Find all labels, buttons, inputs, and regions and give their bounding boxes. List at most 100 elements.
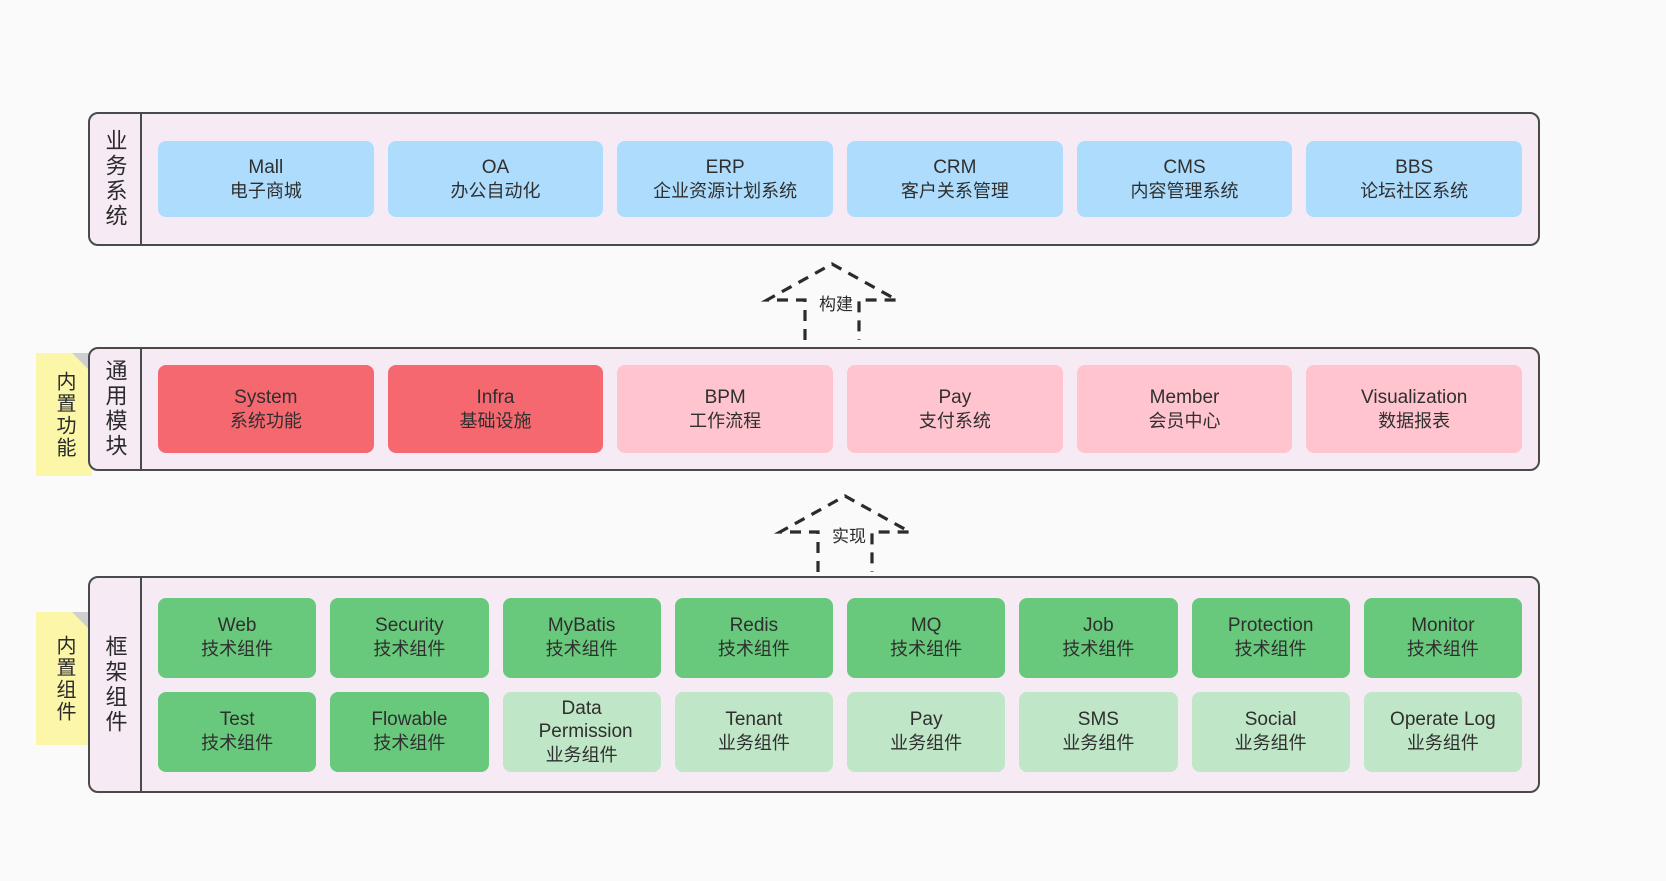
card-title: SMS bbox=[1077, 709, 1119, 731]
card-title: Member bbox=[1149, 386, 1220, 408]
card-subtitle: 技术组件 bbox=[717, 639, 790, 660]
card-subtitle: 内容管理系统 bbox=[1130, 180, 1239, 201]
card-social[interactable]: Social 业务组件 bbox=[1191, 691, 1350, 772]
card-title: Redis bbox=[729, 615, 779, 637]
card-title: Test bbox=[219, 709, 255, 731]
card-subtitle: 工作流程 bbox=[689, 410, 762, 431]
card-subtitle: 电子商城 bbox=[229, 180, 302, 201]
card-subtitle: 技术组件 bbox=[1406, 639, 1479, 660]
card-subtitle: 业务组件 bbox=[1234, 733, 1307, 754]
card-test[interactable]: Test 技术组件 bbox=[158, 691, 317, 772]
card-title: Pay bbox=[938, 386, 972, 408]
card-web[interactable]: Web 技术组件 bbox=[158, 597, 317, 678]
card-crm[interactable]: CRM 客户关系管理 bbox=[847, 141, 1063, 217]
card-subtitle: 技术组件 bbox=[201, 733, 274, 754]
card-title: Flowable bbox=[371, 709, 448, 731]
card-title: OA bbox=[481, 156, 510, 178]
card-infra[interactable]: Infra 基础设施 bbox=[387, 365, 604, 453]
card-mybatis[interactable]: MyBatis 技术组件 bbox=[502, 597, 661, 678]
layer-body-business-systems: Mall 电子商城 OA 办公自动化 ERP 企业资源计划系统 CRM 客户关系… bbox=[142, 114, 1538, 244]
layer-common-modules: 通用模块 System 系统功能 Infra 基础设施 BPM 工作流程 Pay bbox=[88, 347, 1540, 471]
card-row: Web 技术组件 Security 技术组件 MyBatis 技术组件 Redi… bbox=[158, 597, 1522, 678]
card-subtitle: 数据报表 bbox=[1378, 410, 1451, 431]
card-subtitle: 技术组件 bbox=[1234, 639, 1307, 660]
card-subtitle: 系统功能 bbox=[229, 410, 302, 431]
card-row: System 系统功能 Infra 基础设施 BPM 工作流程 Pay 支付系统… bbox=[158, 365, 1523, 453]
card-pay-module[interactable]: Pay 支付系统 bbox=[847, 365, 1063, 453]
card-bbs[interactable]: BBS 论坛社区系统 bbox=[1306, 141, 1523, 217]
card-title: Pay bbox=[909, 709, 943, 731]
card-title: Operate Log bbox=[1390, 709, 1496, 731]
note-fold-corner bbox=[72, 353, 92, 373]
card-title: BBS bbox=[1395, 156, 1434, 178]
card-subtitle: 企业资源计划系统 bbox=[653, 180, 798, 201]
card-title: Social bbox=[1244, 709, 1297, 731]
card-title: Data Permission bbox=[538, 697, 633, 743]
card-operate-log[interactable]: Operate Log 业务组件 bbox=[1363, 691, 1522, 772]
layer-business-systems: 业务系统 Mall 电子商城 OA 办公自动化 ERP 企业资源计划系统 CRM bbox=[88, 112, 1540, 246]
card-subtitle: 业务组件 bbox=[1062, 733, 1135, 754]
card-protection[interactable]: Protection 技术组件 bbox=[1191, 597, 1350, 678]
card-title: Monitor bbox=[1411, 615, 1475, 637]
card-title: BPM bbox=[704, 386, 746, 408]
note-text: 内置组件 bbox=[53, 634, 75, 723]
card-mq[interactable]: MQ 技术组件 bbox=[847, 597, 1006, 678]
card-subtitle: 技术组件 bbox=[201, 639, 274, 660]
card-subtitle: 论坛社区系统 bbox=[1360, 180, 1469, 201]
card-security[interactable]: Security 技术组件 bbox=[330, 597, 489, 678]
card-oa[interactable]: OA 办公自动化 bbox=[387, 141, 604, 217]
card-subtitle: 业务组件 bbox=[717, 733, 790, 754]
card-tenant[interactable]: Tenant 业务组件 bbox=[674, 691, 833, 772]
card-subtitle: 基础设施 bbox=[459, 410, 532, 431]
sticky-note-builtin-features: 内置功能 bbox=[36, 353, 92, 476]
layer-body-common-modules: System 系统功能 Infra 基础设施 BPM 工作流程 Pay 支付系统… bbox=[142, 349, 1538, 469]
card-title: Web bbox=[217, 615, 257, 637]
connector-implement-label: 实现 bbox=[832, 527, 866, 546]
card-cms[interactable]: CMS 内容管理系统 bbox=[1076, 141, 1293, 217]
layer-body-framework-components: Web 技术组件 Security 技术组件 MyBatis 技术组件 Redi… bbox=[142, 578, 1538, 791]
card-title: Protection bbox=[1227, 615, 1314, 637]
card-title: Tenant bbox=[725, 709, 783, 731]
card-title: Mall bbox=[248, 156, 284, 178]
card-title: Job bbox=[1083, 615, 1114, 637]
note-fold-corner bbox=[72, 612, 92, 632]
sticky-note-builtin-components: 内置组件 bbox=[36, 612, 92, 745]
card-bpm[interactable]: BPM 工作流程 bbox=[617, 365, 834, 453]
card-monitor[interactable]: Monitor 技术组件 bbox=[1363, 597, 1522, 678]
card-row: Mall 电子商城 OA 办公自动化 ERP 企业资源计划系统 CRM 客户关系… bbox=[158, 141, 1523, 217]
card-subtitle: 技术组件 bbox=[373, 639, 446, 660]
card-erp[interactable]: ERP 企业资源计划系统 bbox=[617, 141, 834, 217]
card-title: MQ bbox=[910, 615, 942, 637]
card-subtitle: 技术组件 bbox=[373, 733, 446, 754]
card-subtitle: 业务组件 bbox=[890, 733, 963, 754]
card-visualization[interactable]: Visualization 数据报表 bbox=[1306, 365, 1523, 453]
card-title: CMS bbox=[1163, 156, 1206, 178]
card-title: Visualization bbox=[1361, 386, 1468, 408]
card-flowable[interactable]: Flowable 技术组件 bbox=[330, 691, 489, 772]
layer-label-business-systems: 业务系统 bbox=[90, 114, 142, 244]
card-job[interactable]: Job 技术组件 bbox=[1019, 597, 1178, 678]
layer-label-text: 框架组件 bbox=[102, 634, 128, 735]
card-title: ERP bbox=[705, 156, 745, 178]
card-system[interactable]: System 系统功能 bbox=[158, 365, 374, 453]
card-subtitle: 业务组件 bbox=[1406, 733, 1479, 754]
card-subtitle: 技术组件 bbox=[890, 639, 963, 660]
card-redis[interactable]: Redis 技术组件 bbox=[674, 597, 833, 678]
card-subtitle: 技术组件 bbox=[1062, 639, 1135, 660]
layer-label-common-modules: 通用模块 bbox=[90, 349, 142, 469]
card-member[interactable]: Member 会员中心 bbox=[1076, 365, 1293, 453]
card-sms[interactable]: SMS 业务组件 bbox=[1019, 691, 1178, 772]
layer-label-text: 业务系统 bbox=[102, 129, 128, 229]
card-title: Infra bbox=[476, 386, 515, 408]
card-subtitle: 技术组件 bbox=[545, 639, 618, 660]
layer-label-text: 通用模块 bbox=[102, 359, 128, 459]
card-data-permission[interactable]: Data Permission 业务组件 bbox=[502, 691, 661, 772]
note-text: 内置功能 bbox=[53, 370, 75, 459]
card-subtitle: 客户关系管理 bbox=[900, 180, 1009, 201]
card-mall[interactable]: Mall 电子商城 bbox=[158, 141, 374, 217]
card-subtitle: 办公自动化 bbox=[450, 180, 541, 201]
card-subtitle: 业务组件 bbox=[545, 745, 618, 765]
card-row: Test 技术组件 Flowable 技术组件 Data Permission … bbox=[158, 691, 1522, 772]
card-pay-component[interactable]: Pay 业务组件 bbox=[847, 691, 1006, 772]
